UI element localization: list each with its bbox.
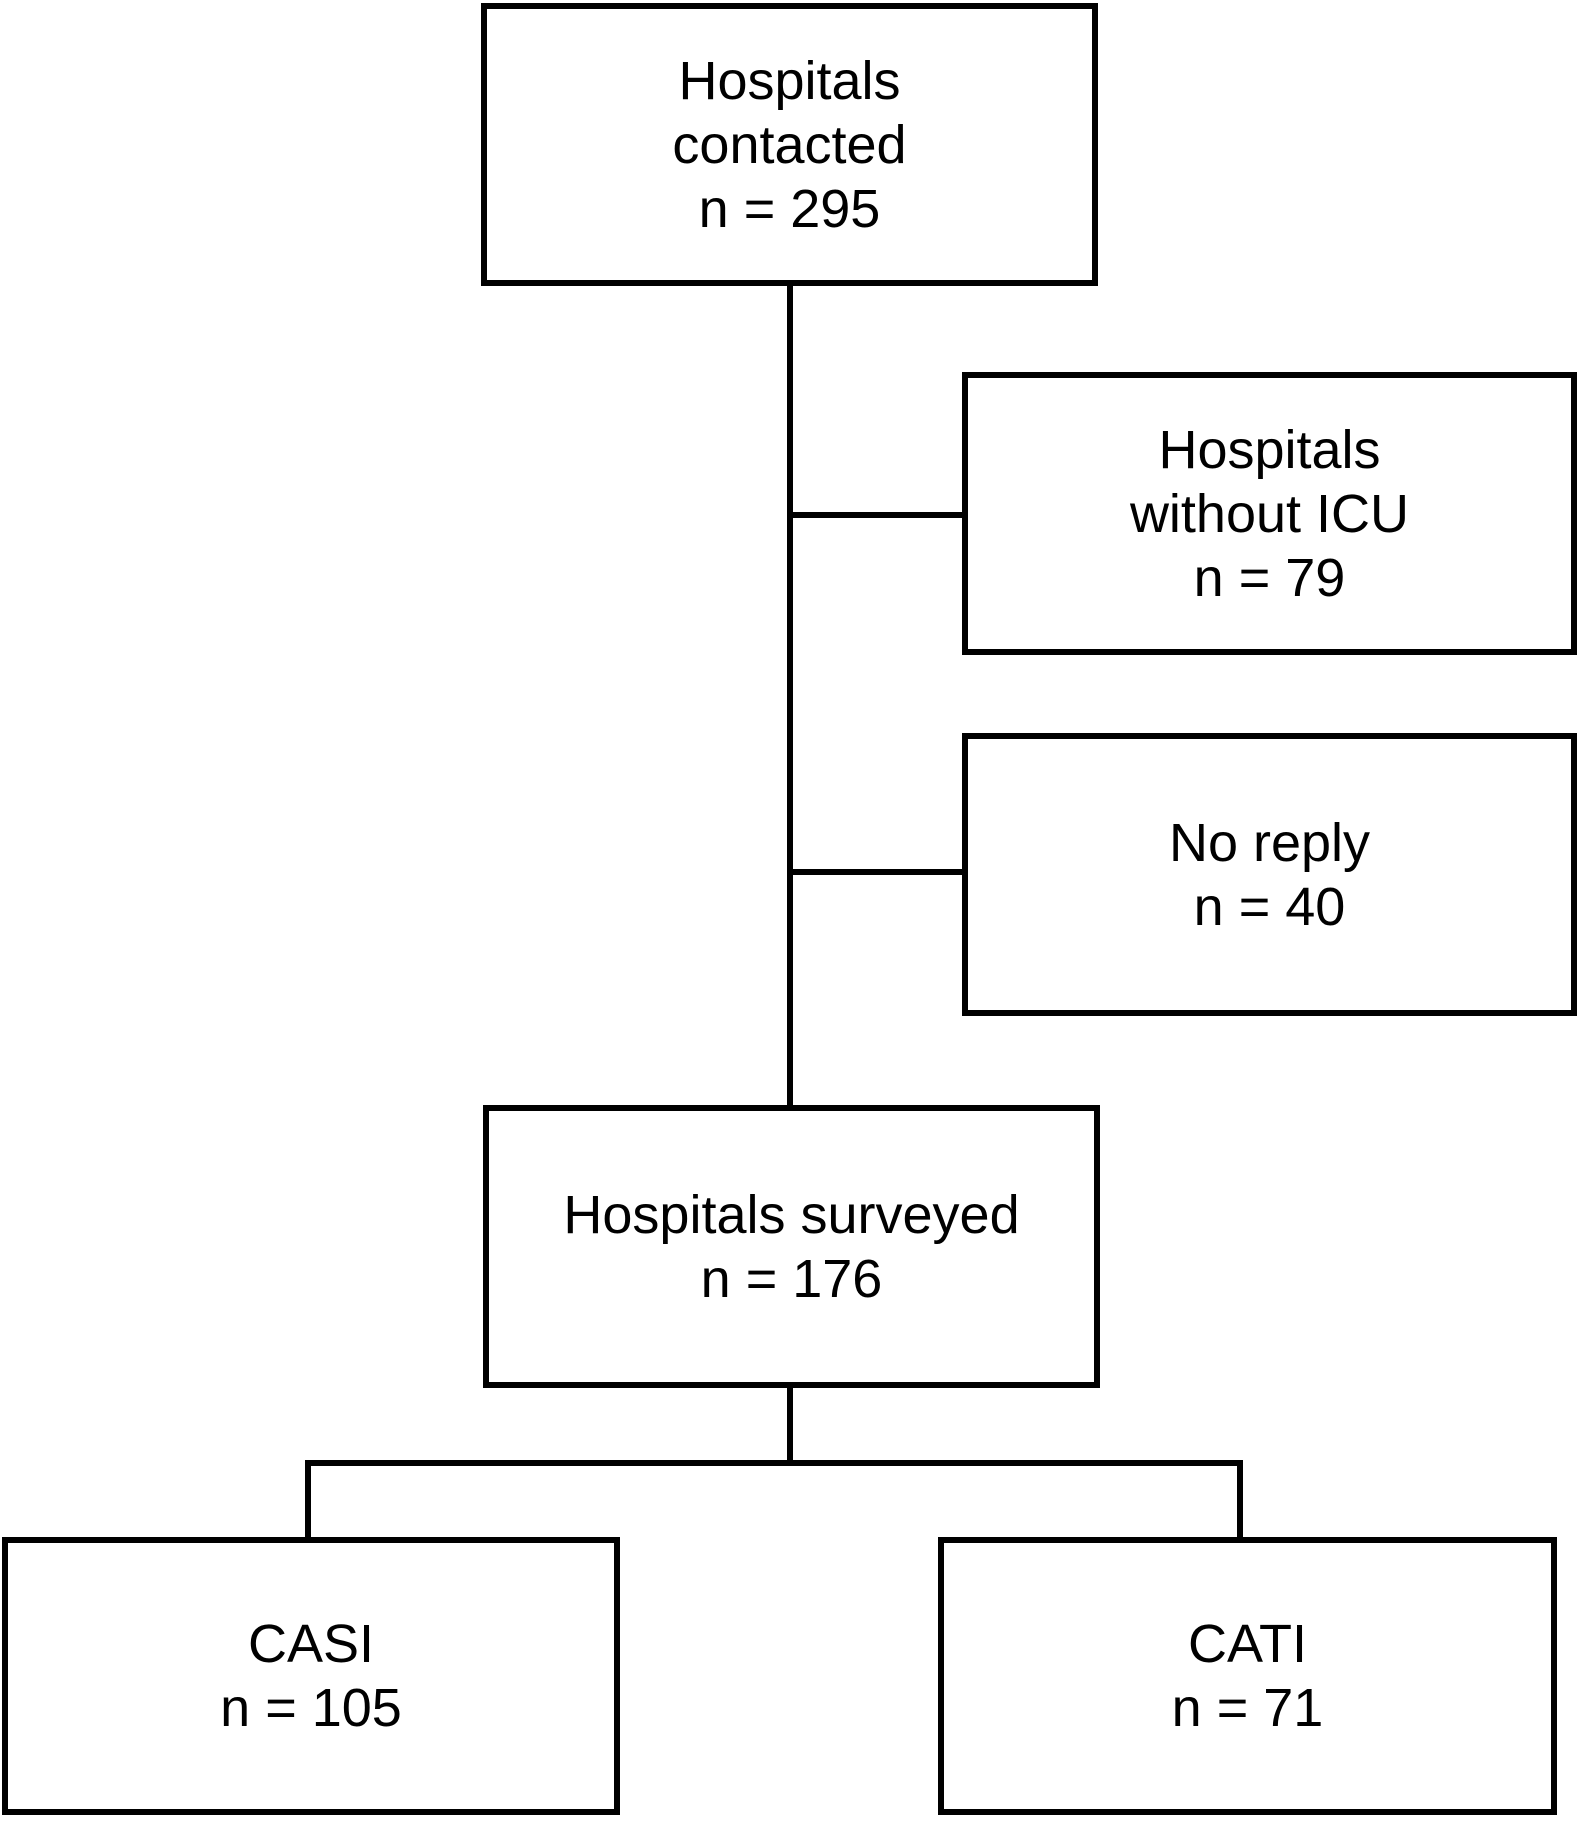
box-count-line: n = 105 [220, 1678, 402, 1738]
box-text-line: CASI [247, 1614, 375, 1674]
box-text-line: CATI [1188, 1614, 1307, 1674]
flow-box-cati: CATI n = 71 [938, 1537, 1557, 1815]
box-text-line: Hospitals surveyed [563, 1184, 1020, 1245]
connector-spine-top-line [787, 286, 793, 1105]
flow-box-hospitals-contacted: Hospitals contacted n = 295 [481, 3, 1098, 286]
connector-to-without-icu-line [790, 512, 962, 518]
box-count-line: n = 79 [1193, 547, 1346, 608]
box-text-line: Hospitals [678, 50, 901, 111]
box-text-line: without ICU [1129, 483, 1410, 544]
box-count-line: n = 40 [1193, 876, 1346, 937]
flow-box-no-reply: No reply n = 40 [962, 733, 1577, 1016]
flow-box-hospitals-surveyed: Hospitals surveyed n = 176 [483, 1105, 1100, 1388]
connector-to-no-reply-line [790, 869, 962, 875]
flow-box-hospitals-without-icu: Hospitals without ICU n = 79 [962, 372, 1577, 655]
box-count-line: n = 71 [1171, 1678, 1324, 1738]
connector-drop-cati-line [1237, 1460, 1243, 1537]
connector-branch-bar-line [305, 1460, 1243, 1466]
connector-drop-casi-line [305, 1460, 311, 1537]
flow-box-casi: CASI n = 105 [2, 1537, 620, 1815]
box-text-line: No reply [1168, 812, 1371, 873]
box-text-line: contacted [672, 114, 907, 175]
box-count-line: n = 295 [698, 178, 881, 239]
box-count-line: n = 176 [700, 1248, 883, 1309]
box-text-line: Hospitals [1158, 419, 1381, 480]
connector-spine-bottom-line [787, 1388, 793, 1466]
